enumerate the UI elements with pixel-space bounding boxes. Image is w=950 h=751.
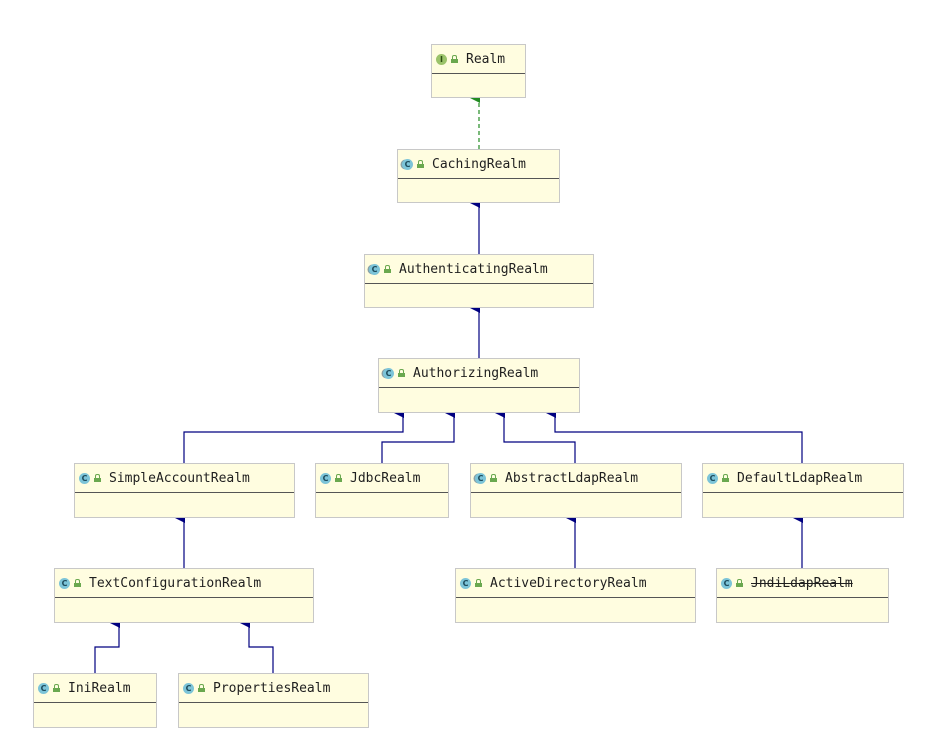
class-name: PropertiesRealm [213,680,331,696]
extends-edge-10 [94,618,120,673]
abstract-class-icon: C [402,158,413,170]
public-lock-icon [722,474,729,482]
class-node-default-ldap-realm[interactable]: C DefaultLdapRealm [702,463,904,518]
abstract-class-icon: C [369,263,380,275]
member-divider [379,387,579,388]
abstract-class-icon: C [383,367,394,379]
public-lock-icon [475,579,482,587]
class-name: AbstractLdapRealm [505,470,639,486]
class-name: CachingRealm [432,156,526,172]
class-node-text-configuration-realm[interactable]: C TextConfigurationRealm [54,568,314,623]
class-node-authorizing-realm[interactable]: C AuthorizingRealm [378,358,580,413]
class-name: Realm [466,51,506,67]
public-lock-icon [53,684,60,692]
member-divider [398,178,559,179]
class-node-active-directory-realm[interactable]: C ActiveDirectoryRealm [455,568,696,623]
member-divider [55,597,313,598]
member-divider [717,597,888,598]
public-lock-icon [198,684,205,692]
member-divider [703,492,903,493]
class-node-ini-realm[interactable]: C IniRealm [33,673,157,728]
public-lock-icon [335,474,342,482]
member-divider [75,492,294,493]
public-lock-icon [451,55,458,63]
member-divider [179,702,368,703]
class-name: AuthenticatingRealm [399,261,548,277]
class-name: SimpleAccountRealm [109,470,250,486]
class-icon: C [460,577,471,589]
class-name: TextConfigurationRealm [89,575,262,591]
class-node-simple-account-realm[interactable]: C SimpleAccountRealm [74,463,295,518]
public-lock-icon [736,579,743,587]
class-icon: C [38,682,49,694]
member-divider [432,73,525,74]
extends-edge-11 [240,618,274,673]
class-icon: C [59,577,70,589]
public-lock-icon [384,265,391,273]
interface-icon: I [436,53,447,65]
class-node-authenticating-realm[interactable]: C AuthenticatingRealm [364,254,594,308]
public-lock-icon [417,160,424,168]
class-node-jndi-ldap-realm[interactable]: C JndiLdapRealm [716,568,889,623]
class-node-realm[interactable]: I Realm [431,44,526,98]
member-divider [456,597,695,598]
public-lock-icon [490,474,497,482]
class-icon: C [320,472,331,484]
extends-edge-4 [381,408,455,463]
class-node-properties-realm[interactable]: C PropertiesRealm [178,673,369,728]
member-divider [471,492,681,493]
class-name: DefaultLdapRealm [737,470,863,486]
public-lock-icon [74,579,81,587]
class-node-jdbc-realm[interactable]: C JdbcRealm [315,463,449,518]
extends-edge-6 [546,408,803,463]
class-icon: C [707,472,718,484]
class-name: JndiLdapRealm [751,575,853,591]
extends-edge-5 [495,408,576,463]
member-divider [316,492,448,493]
class-name: IniRealm [68,680,131,696]
member-divider [365,283,593,284]
class-icon: C [721,577,732,589]
class-node-abstract-ldap-realm[interactable]: C AbstractLdapRealm [470,463,682,518]
public-lock-icon [398,369,405,377]
class-name: ActiveDirectoryRealm [490,575,647,591]
abstract-class-icon: C [475,472,486,484]
class-node-caching-realm[interactable]: C CachingRealm [397,149,560,203]
class-name: JdbcRealm [350,470,421,486]
class-icon: C [79,472,90,484]
class-name: AuthorizingRealm [413,365,539,381]
extends-edge-3 [183,408,404,463]
public-lock-icon [94,474,101,482]
class-icon: C [183,682,194,694]
member-divider [34,702,156,703]
